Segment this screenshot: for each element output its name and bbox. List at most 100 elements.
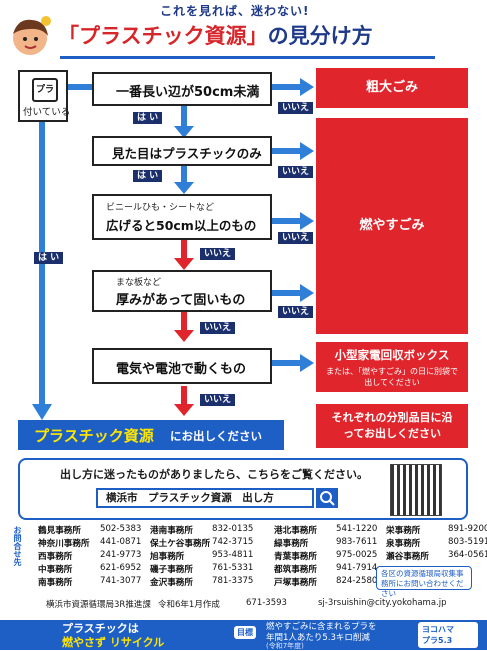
no-tag-down-3: いいえ — [200, 248, 236, 260]
office-row: 鶴見事務所 502-5383 — [38, 524, 141, 536]
office-tel: 741-3077 — [100, 576, 142, 586]
small-appliance-title: 小型家電回収ボックス — [334, 348, 450, 362]
office-name: 南事務所 — [38, 578, 73, 588]
office-tel: 891-9200 — [448, 524, 487, 534]
step-4-text: 厚みがあって固いもの — [116, 293, 246, 308]
result-plastic: プラスチック資源 にお出しください — [18, 420, 284, 450]
office-name: 金沢事務所 — [150, 578, 193, 588]
office-name: 鶴見事務所 — [38, 526, 81, 536]
step-1-text: 一番長い辺が50cm未満 — [116, 85, 260, 100]
office-name: 都筑事務所 — [274, 565, 317, 575]
office-name: 緑事務所 — [274, 539, 309, 549]
step-5-box: 電気や電池で動くもの — [92, 348, 272, 384]
office-name: 栄事務所 — [386, 526, 421, 536]
title-quote: 「プラスチック資源」 — [58, 24, 268, 48]
page-title: 「プラスチック資源」の見分け方 — [58, 20, 373, 50]
mascot-icon — [8, 12, 56, 60]
yokohama-plastic-logo: ヨコハマ プラ5.3 — [418, 622, 478, 648]
office-name: 青葉事務所 — [274, 552, 317, 562]
office-tel: 975-0025 — [336, 550, 378, 560]
office-name: 泉事務所 — [386, 539, 421, 549]
office-row: 栄事務所 891-9200 — [386, 524, 487, 536]
start-label: 付いている — [23, 107, 71, 118]
plastic-mark-icon: プラ — [32, 78, 58, 102]
result-other: それぞれの分別品目に沿ってお出しください — [316, 404, 468, 448]
office-name: 磯子事務所 — [150, 565, 193, 575]
step-5-text: 電気や電池で動くもの — [116, 362, 247, 377]
step-4-box: まな板など 厚みがあって固いもの — [92, 270, 272, 312]
banner-left-1: プラスチックは — [62, 622, 139, 635]
search-panel: 出し方に迷ったものがありましたら、こちらをご覧ください。 横浜市 プラスチック資… — [18, 458, 468, 520]
office-tel: 621-6952 — [100, 563, 142, 573]
result-bulky: 粗大ごみ — [316, 68, 468, 108]
office-name: 瀬谷事務所 — [386, 552, 429, 562]
office-name: 神奈川事務所 — [38, 539, 90, 549]
result-small-appliance: 小型家電回収ボックス または、「燃やすごみ」の日に別袋で出してください — [316, 342, 468, 392]
result-plastic-rest: にお出しください — [170, 429, 262, 443]
office-tel: 803-5191 — [448, 537, 487, 547]
qr-code[interactable] — [390, 464, 442, 516]
result-plastic-title: プラスチック資源 — [34, 427, 154, 445]
no-tag-down-4: いいえ — [200, 322, 236, 334]
phone: 671-3593 — [246, 598, 287, 608]
office-row: 金沢事務所 781-3375 — [150, 576, 253, 588]
office-row: 中事務所 621-6952 — [38, 563, 141, 575]
title-underline — [60, 56, 435, 59]
contacts-note: 各区の資源循環局収集事務所にお問い合わせください — [376, 566, 472, 598]
office-tel: 364-0561 — [448, 550, 487, 560]
step-3-text: 広げると50cm以上のもの — [106, 218, 257, 233]
no-tag-2: いいえ — [278, 166, 314, 178]
yes-tag-left: は い — [34, 252, 64, 264]
tagline: これを見れば、迷わない! — [160, 4, 310, 18]
title-rest: の見分け方 — [267, 24, 373, 48]
goal-line-3: (令和7年度) — [266, 642, 304, 650]
office-row: 青葉事務所 975-0025 — [274, 550, 377, 562]
step-1-box: 一番長い辺が50cm未満 — [92, 72, 272, 106]
step-3-small: ビニールひも・シートなど — [106, 203, 215, 213]
office-name: 中事務所 — [38, 565, 73, 575]
issuer: 横浜市資源循環局3R推進課 — [46, 600, 151, 610]
small-appliance-sub: または、「燃やすごみ」の日に別袋で出してください — [326, 367, 458, 387]
goal-line-2: 年間1人あたり5.3キロ削減 — [266, 633, 370, 643]
no-tag-down-5: いいえ — [200, 394, 236, 406]
office-tel: 781-3375 — [212, 576, 254, 586]
office-tel: 502-5383 — [100, 524, 142, 534]
goal-line-1: 燃やすごみに含まれるプラを — [266, 622, 377, 632]
step-4-small: まな板など — [116, 278, 162, 288]
yes-tag-1: は い — [133, 112, 163, 124]
contacts-label: お問合せ先 — [13, 526, 22, 566]
office-row: 泉事務所 803-5191 — [386, 537, 487, 549]
office-tel: 742-3715 — [212, 537, 254, 547]
banner-left-2: 燃やさず リサイクル — [62, 636, 165, 649]
step-2-text: 見た目はプラスチックのみ — [112, 146, 262, 161]
step-2-box: 見た目はプラスチックのみ — [92, 136, 272, 166]
email[interactable]: sj-3rsuishin@city.yokohama.jp — [318, 598, 447, 608]
yes-tag-2: は い — [133, 170, 163, 182]
office-name: 港北事務所 — [274, 526, 317, 536]
office-tel: 541-1220 — [336, 524, 378, 534]
office-row: 港北事務所 541-1220 — [274, 524, 377, 536]
step-3-box: ビニールひも・シートなど 広げると50cm以上のもの — [92, 194, 272, 240]
office-row: 瀬谷事務所 364-0561 — [386, 550, 487, 562]
search-input[interactable]: 横浜市 プラスチック資源 出し方 — [96, 488, 314, 508]
office-name: 港南事務所 — [150, 526, 193, 536]
goal-label: 目標 — [234, 626, 256, 639]
no-tag-1: いいえ — [278, 102, 314, 114]
office-tel: 953-4811 — [212, 550, 254, 560]
office-tel: 441-0871 — [100, 537, 142, 547]
search-icon[interactable] — [316, 488, 338, 508]
office-name: 西事務所 — [38, 552, 73, 562]
header: これを見れば、迷わない! 「プラスチック資源」の見分け方 — [0, 0, 487, 64]
no-tag-3: いいえ — [278, 232, 314, 244]
office-name: 保土ケ谷事務所 — [150, 539, 211, 549]
office-tel: 832-0135 — [212, 524, 254, 534]
search-prompt: 出し方に迷ったものがありましたら、こちらをご覧ください。 — [60, 468, 368, 481]
result-burnable: 燃やすごみ — [316, 118, 468, 334]
office-row: 港南事務所 832-0135 — [150, 524, 253, 536]
footer-banner: プラスチックは 燃やさず リサイクル 目標 燃やすごみに含まれるプラを 年間1人… — [0, 620, 487, 650]
